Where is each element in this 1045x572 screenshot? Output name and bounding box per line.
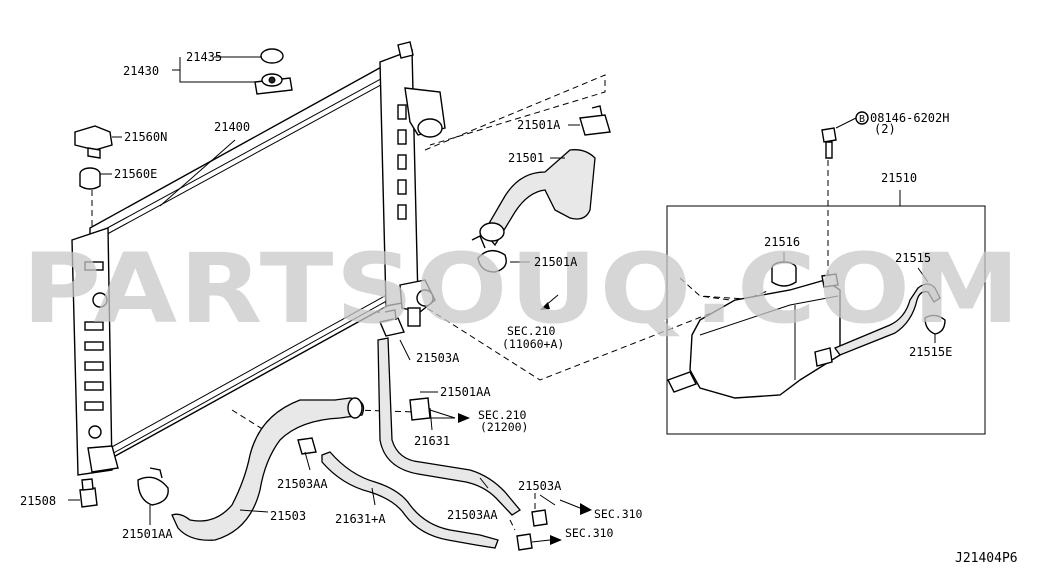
reservoir-group-box — [666, 205, 986, 435]
label-21631: 21631 — [414, 434, 450, 448]
upper-hose-clamp-top — [579, 105, 611, 136]
reservoir-bolt — [821, 127, 837, 159]
right-tank-slots — [397, 104, 407, 220]
radiator-core — [71, 41, 446, 476]
sec310-b: SEC.310 — [565, 526, 614, 540]
drawing-code: J21404P6 — [955, 551, 1018, 566]
label-21560E: 21560E — [114, 167, 157, 181]
reservoir-hose-clamp — [924, 314, 946, 335]
reservoir-hose — [833, 283, 941, 356]
reservoir-cap — [771, 261, 797, 287]
sec210-a-line1: SEC.210 — [507, 324, 556, 338]
label-21501: 21501 — [508, 151, 544, 165]
label-21503: 21503 — [270, 509, 306, 523]
hose-21631-clamp-mid — [409, 397, 431, 421]
lower-hose-clamp-radiator — [137, 467, 169, 506]
label-21501A-mid: 21501A — [534, 255, 578, 269]
hose-21631-clamp-top — [379, 309, 405, 337]
label-21560N: 21560N — [124, 130, 167, 144]
label-21430: 21430 — [123, 64, 159, 78]
sec310-clamps — [516, 509, 548, 551]
label-21503AA-bot: 21503AA — [447, 508, 498, 522]
bolt-circle-letter: B — [859, 114, 865, 125]
label-21501AA-top: 21501AA — [440, 385, 491, 399]
label-21515E: 21515E — [909, 345, 952, 359]
label-21501A-top: 21501A — [517, 118, 561, 132]
lower-hose — [171, 397, 365, 541]
left-tank-slots — [84, 261, 104, 411]
label-21503A-bot: 21503A — [518, 479, 562, 493]
label-21515: 21515 — [895, 251, 931, 265]
section-references: SEC.210 (11060+A) SEC.210 (21200) SEC.31… — [478, 324, 643, 540]
hose-21631A — [321, 451, 499, 549]
bolt-callout: B 08146-6202H (2) — [859, 111, 950, 136]
label-21508: 21508 — [20, 494, 56, 508]
upper-hose — [479, 149, 596, 247]
label-21503AA-mid: 21503AA — [277, 477, 328, 491]
upper-mount-bracket — [74, 125, 113, 159]
radiator-cap — [254, 48, 293, 95]
drain-cock — [79, 478, 98, 508]
label-21516: 21516 — [764, 235, 800, 249]
bolt-quantity: (2) — [874, 122, 896, 136]
sec210-b-line1: SEC.210 — [478, 408, 527, 422]
sec210-a-line2: (11060+A) — [502, 337, 564, 351]
label-21631A: 21631+A — [335, 512, 386, 526]
part-labels: 21435 21430 21400 21560N 21560E 21501A 2… — [20, 50, 952, 541]
lower-hose-clamp-small — [297, 437, 317, 455]
label-21501AA-bot: 21501AA — [122, 527, 173, 541]
upper-hose-clamp-bottom — [471, 235, 507, 273]
label-21503A-top: 21503A — [416, 351, 460, 365]
label-21435: 21435 — [186, 50, 222, 64]
sec210-b-line2: (21200) — [480, 420, 528, 434]
reservoir-tank — [667, 273, 841, 399]
upper-mount-grommet — [79, 167, 101, 190]
sec310-a: SEC.310 — [594, 507, 643, 521]
watermark: PARTSOUQ.COM — [22, 233, 1022, 345]
label-21400: 21400 — [214, 120, 250, 134]
label-21510: 21510 — [881, 171, 917, 185]
hose-21631 — [377, 337, 521, 516]
bolt-part-number: 08146-6202H — [870, 111, 949, 125]
